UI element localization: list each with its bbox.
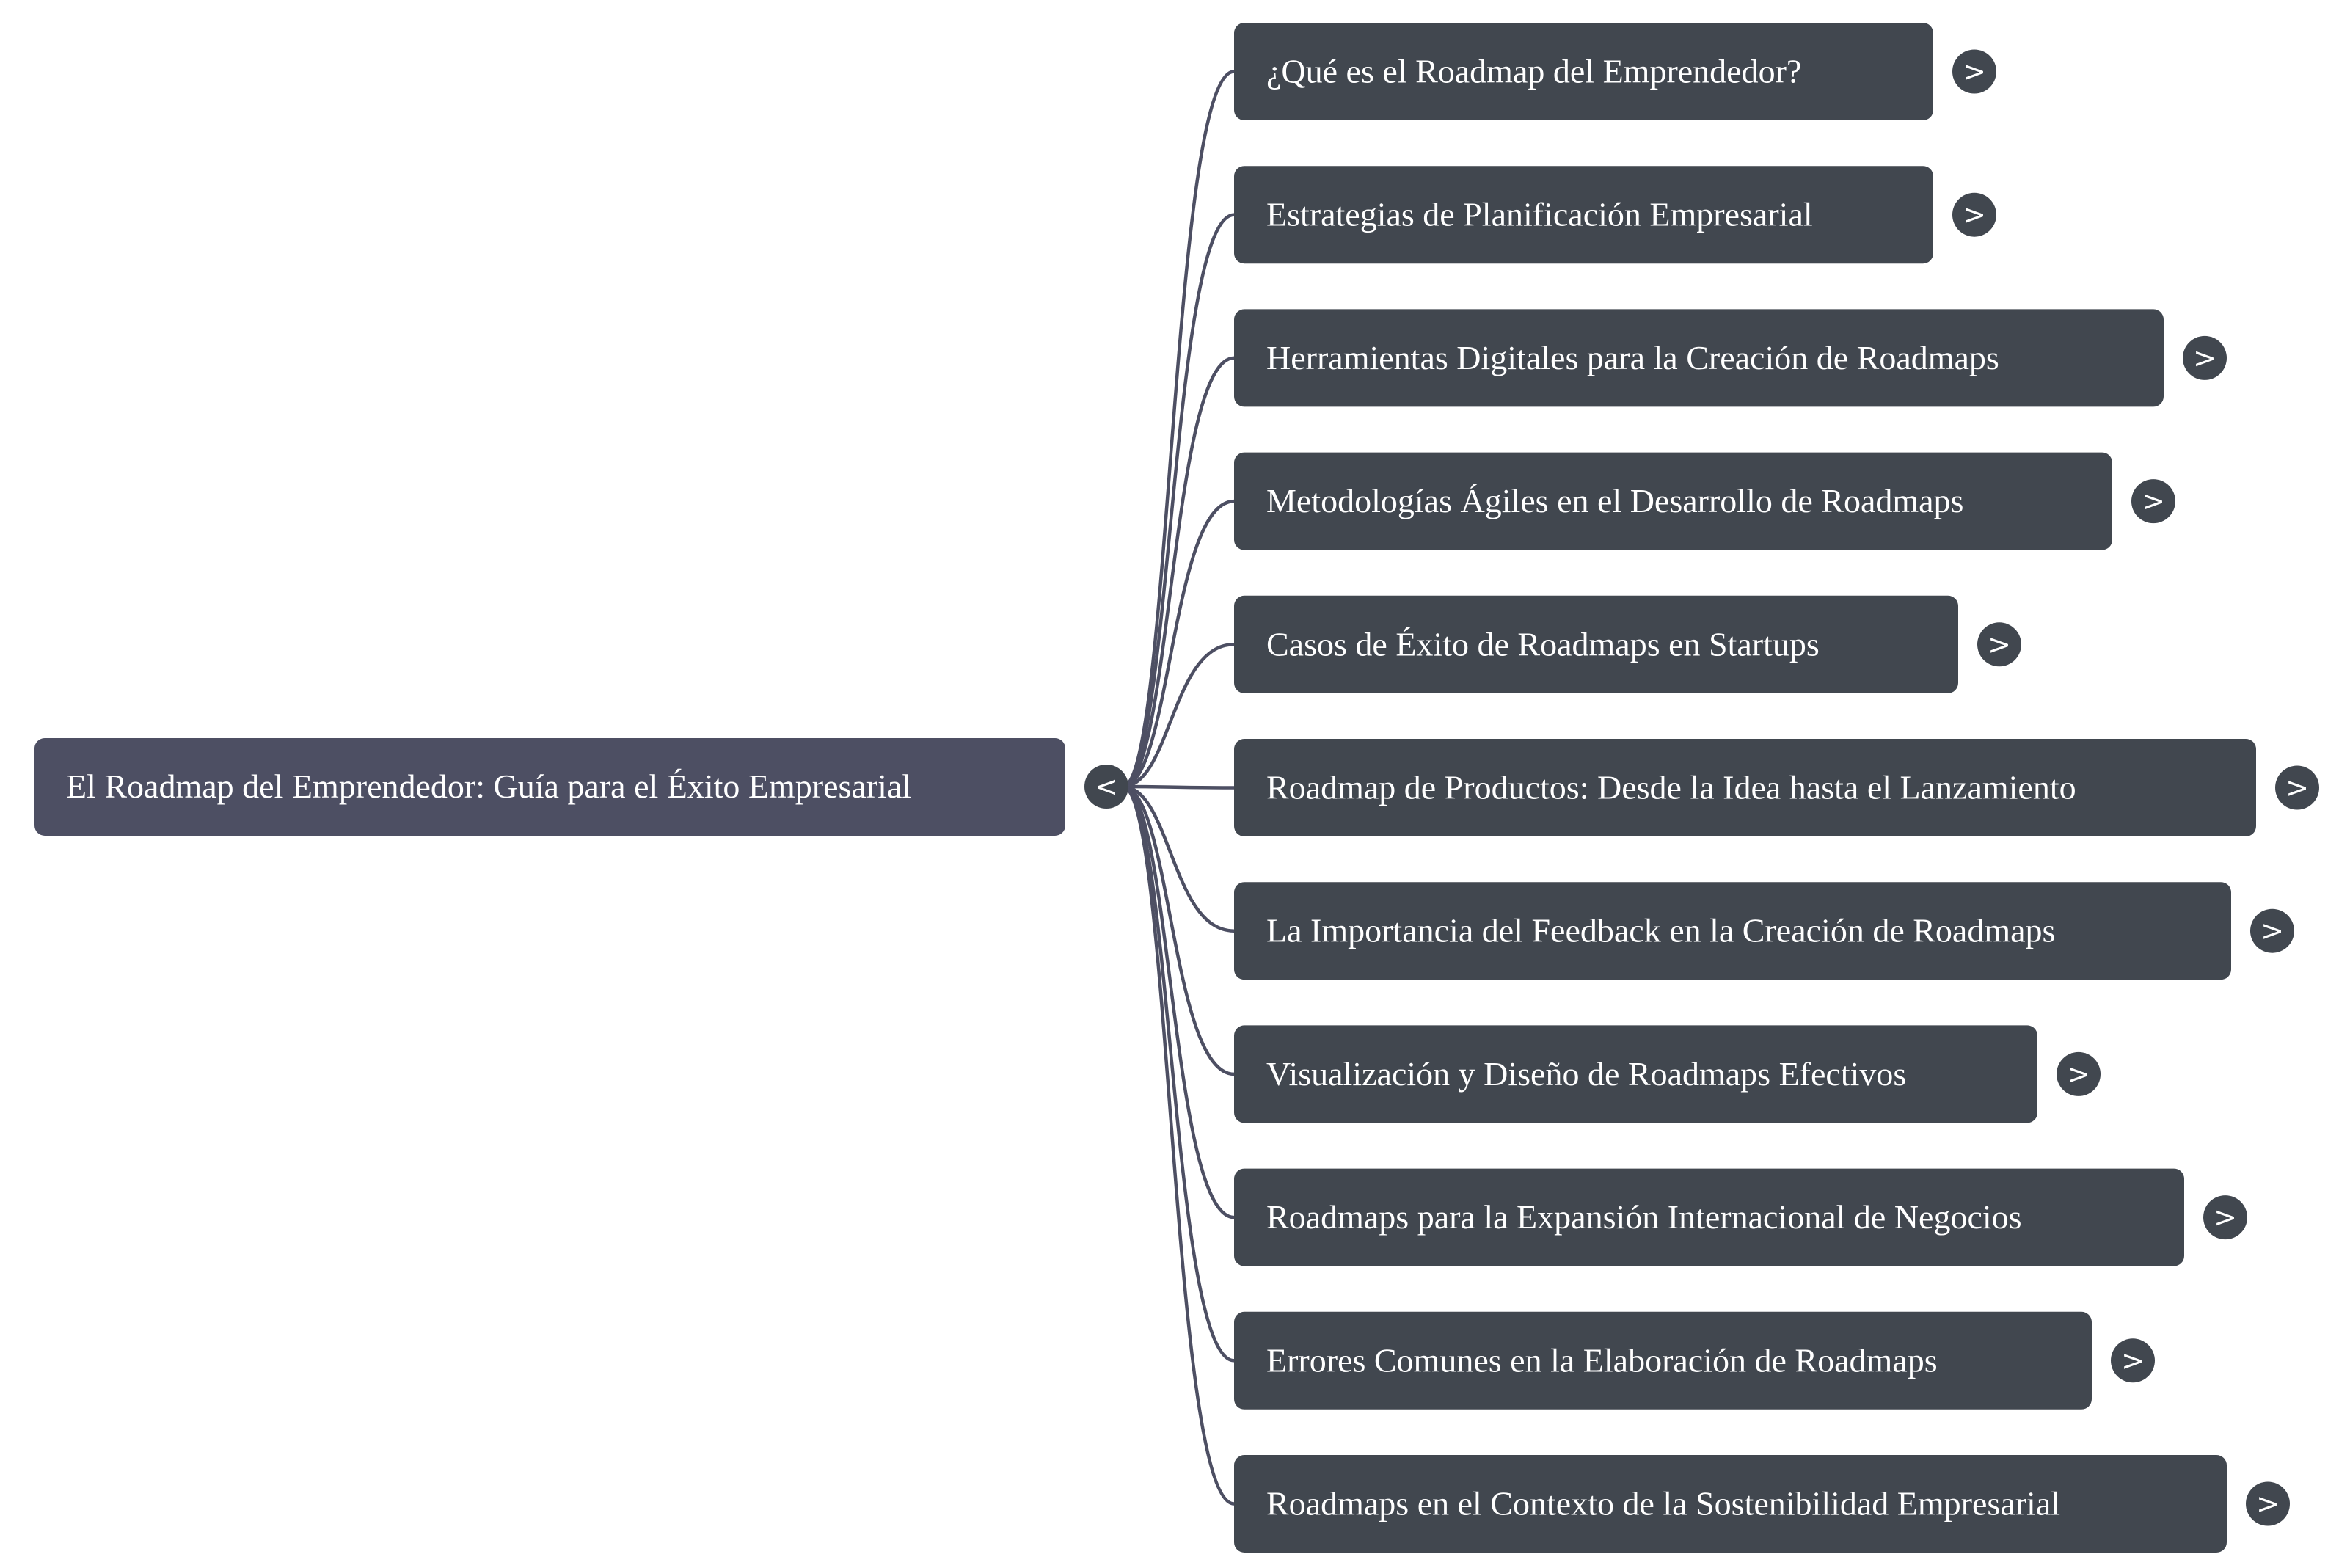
link-root-to-child-5 — [1122, 643, 1235, 789]
child-toggle-glyph: > — [2142, 485, 2165, 517]
expand-chevron-right-icon[interactable]: > — [1952, 192, 1996, 237]
child-node-label: ¿Qué es el Roadmap del Emprendedor? — [1266, 53, 1801, 90]
child-node-box[interactable] — [1234, 882, 2231, 980]
child-node-1[interactable]: ¿Qué es el Roadmap del Emprendedor? — [1234, 23, 1933, 120]
child-node-box[interactable] — [1234, 309, 2164, 407]
child-node-5[interactable]: Casos de Éxito de Roadmaps en Startups — [1234, 595, 1958, 693]
child-node-box[interactable] — [1234, 166, 1933, 264]
link-root-to-child-11 — [1122, 784, 1235, 1506]
child-toggle-glyph: > — [2256, 1488, 2280, 1520]
link-root-to-child-10 — [1122, 784, 1235, 1363]
child-node-9[interactable]: Roadmaps para la Expansión Internacional… — [1234, 1168, 2184, 1266]
link-root-to-child-9 — [1122, 784, 1235, 1219]
child-node-label: Roadmap de Productos: Desde la Idea hast… — [1266, 769, 2076, 806]
child-node-2[interactable]: Estrategias de Planificación Empresarial — [1234, 166, 1933, 264]
child-node-10[interactable]: Errores Comunes en la Elaboración de Roa… — [1234, 1311, 2092, 1410]
root-node-label: El Roadmap del Emprendedor: Guía para el… — [66, 767, 911, 805]
child-node-box[interactable] — [1234, 1168, 2184, 1266]
child-node-11[interactable]: Roadmaps en el Contexto de la Sostenibil… — [1234, 1455, 2227, 1553]
child-toggle-glyph: > — [2193, 342, 2216, 374]
child-node-7[interactable]: La Importancia del Feedback en la Creaci… — [1234, 882, 2231, 980]
child-node-label: Visualización y Diseño de Roadmaps Efect… — [1266, 1055, 1906, 1093]
expand-chevron-right-icon[interactable]: > — [2250, 908, 2294, 953]
child-toggle-glyph: > — [2214, 1201, 2237, 1233]
child-toggle-glyph: > — [2260, 915, 2284, 947]
root-node-box[interactable] — [34, 738, 1065, 836]
child-node-label: La Importancia del Feedback en la Creaci… — [1266, 912, 2055, 949]
child-nodes: ¿Qué es el Roadmap del Emprendedor? > Estr… — [1234, 23, 2319, 1553]
link-root-to-child-8 — [1122, 784, 1235, 1076]
child-node-6[interactable]: Roadmap de Productos: Desde la Idea hast… — [1234, 739, 2256, 836]
child-node-3[interactable]: Herramientas Digitales para la Creación … — [1234, 309, 2164, 407]
child-toggle-glyph: > — [1988, 628, 2011, 660]
link-root-to-child-6 — [1122, 784, 1235, 790]
child-node-4[interactable]: Metodologías Ágiles en el Desarrollo de … — [1234, 452, 2112, 550]
child-node-label: Roadmaps para la Expansión Internacional… — [1266, 1198, 2022, 1236]
child-toggle-glyph: > — [2067, 1058, 2090, 1090]
expand-chevron-right-icon[interactable]: > — [2203, 1195, 2247, 1240]
child-node-label: Herramientas Digitales para la Creación … — [1266, 339, 1999, 376]
collapse-chevron-left-icon[interactable]: < — [1084, 765, 1128, 809]
child-node-box[interactable] — [1234, 1455, 2227, 1553]
root-toggle-glyph: < — [1095, 770, 1118, 803]
expand-chevron-right-icon[interactable]: > — [2111, 1338, 2155, 1383]
expand-chevron-right-icon[interactable]: > — [1952, 49, 1996, 94]
child-node-box[interactable] — [1234, 1025, 2037, 1123]
child-toggle-glyph: > — [1963, 199, 1986, 231]
link-root-to-child-4 — [1122, 499, 1235, 789]
expand-chevron-right-icon[interactable]: > — [2275, 765, 2319, 810]
child-node-box[interactable] — [1234, 739, 2256, 836]
expand-chevron-right-icon[interactable]: > — [2183, 335, 2227, 380]
child-toggle-glyph: > — [2285, 772, 2309, 804]
root-node[interactable]: El Roadmap del Emprendedor: Guía para el… — [34, 738, 1065, 836]
link-root-to-child-1 — [1122, 70, 1235, 789]
child-node-8[interactable]: Visualización y Diseño de Roadmaps Efect… — [1234, 1025, 2037, 1123]
child-node-label: Metodologías Ágiles en el Desarrollo de … — [1266, 482, 1963, 519]
child-node-label: Estrategias de Planificación Empresarial — [1266, 196, 1813, 233]
expand-chevron-right-icon[interactable]: > — [2246, 1481, 2290, 1526]
child-toggle-glyph: > — [1963, 56, 1986, 88]
expand-chevron-right-icon[interactable]: > — [2057, 1051, 2101, 1096]
child-node-box[interactable] — [1234, 23, 1933, 120]
child-toggle-glyph: > — [2121, 1344, 2145, 1376]
mindmap-links — [1122, 70, 1235, 1506]
child-node-label: Casos de Éxito de Roadmaps en Startups — [1266, 625, 1820, 663]
child-node-label: Errores Comunes en la Elaboración de Roa… — [1266, 1341, 1938, 1379]
child-node-box[interactable] — [1234, 595, 1958, 693]
child-node-box[interactable] — [1234, 452, 2112, 550]
link-root-to-child-2 — [1122, 213, 1235, 789]
expand-chevron-right-icon[interactable]: > — [1977, 622, 2021, 667]
expand-chevron-right-icon[interactable]: > — [2131, 479, 2175, 524]
child-node-box[interactable] — [1234, 1311, 2092, 1410]
child-node-label: Roadmaps en el Contexto de la Sostenibil… — [1266, 1485, 2060, 1523]
link-root-to-child-7 — [1122, 784, 1235, 933]
link-root-to-child-3 — [1122, 356, 1235, 789]
